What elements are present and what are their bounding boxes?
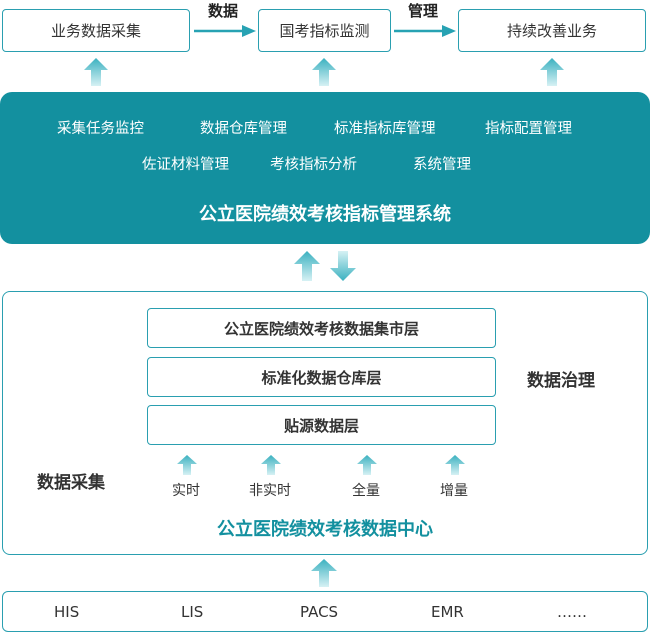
source-more: …… [557, 603, 587, 621]
layer-source-data: 贴源数据层 [147, 405, 496, 445]
box-label: 国考指标监测 [279, 22, 370, 40]
collection-label: 数据采集 [37, 473, 105, 493]
layer-label: 标准化数据仓库层 [261, 368, 382, 387]
module-collection-task-monitoring: 采集任务监控 [57, 121, 144, 137]
up-arrow-icon [540, 58, 564, 86]
module-system-management: 系统管理 [413, 157, 471, 173]
up-arrow-icon [311, 559, 337, 587]
layer-data-mart: 公立医院绩效考核数据集市层 [147, 308, 496, 348]
up-arrow-icon [445, 455, 465, 475]
source-lis: LIS [181, 603, 204, 621]
layer-label: 公立医院绩效考核数据集市层 [223, 319, 419, 338]
module-evidence-material-management: 佐证材料管理 [142, 157, 229, 173]
mode-realtime: 实时 [172, 483, 200, 499]
up-arrow-icon [84, 58, 108, 86]
module-data-warehouse-management: 数据仓库管理 [200, 121, 287, 137]
layer-standardized-warehouse: 标准化数据仓库层 [147, 357, 496, 397]
box-national-index-monitoring: 国考指标监测 [258, 9, 391, 52]
right-arrow-icon [394, 25, 456, 37]
data-sources-bar [2, 591, 648, 632]
up-arrow-icon [357, 455, 377, 475]
box-continuous-improvement: 持续改善业务 [458, 9, 646, 52]
up-arrow-icon [294, 251, 320, 281]
box-business-data-collection: 业务数据采集 [2, 9, 190, 52]
layer-label: 贴源数据层 [283, 416, 359, 435]
module-standard-index-library: 标准指标库管理 [334, 121, 436, 137]
box-label: 业务数据采集 [50, 22, 141, 40]
management-system-panel: 采集任务监控 数据仓库管理 标准指标库管理 指标配置管理 佐证材料管理 考核指标… [0, 92, 650, 244]
source-his: HIS [54, 603, 80, 621]
down-arrow-icon [330, 251, 356, 281]
source-emr: EMR [431, 603, 464, 621]
box-label: 持续改善业务 [506, 22, 597, 40]
mode-incremental: 增量 [440, 483, 468, 499]
data-center-title: 公立医院绩效考核数据中心 [217, 519, 433, 540]
right-arrow-icon [194, 25, 256, 37]
management-system-title: 公立医院绩效考核指标管理系统 [199, 204, 451, 225]
module-index-config-management: 指标配置管理 [485, 121, 572, 137]
flow-label-management: 管理 [408, 2, 439, 20]
up-arrow-icon [177, 455, 197, 475]
up-arrow-icon [261, 455, 281, 475]
source-pacs: PACS [300, 603, 339, 621]
flow-label-data: 数据 [208, 2, 239, 20]
module-assessment-index-analysis: 考核指标分析 [270, 157, 357, 173]
mode-full: 全量 [352, 483, 380, 499]
governance-label: 数据治理 [527, 371, 595, 391]
up-arrow-icon [312, 58, 336, 86]
mode-non-realtime: 非实时 [249, 483, 291, 499]
